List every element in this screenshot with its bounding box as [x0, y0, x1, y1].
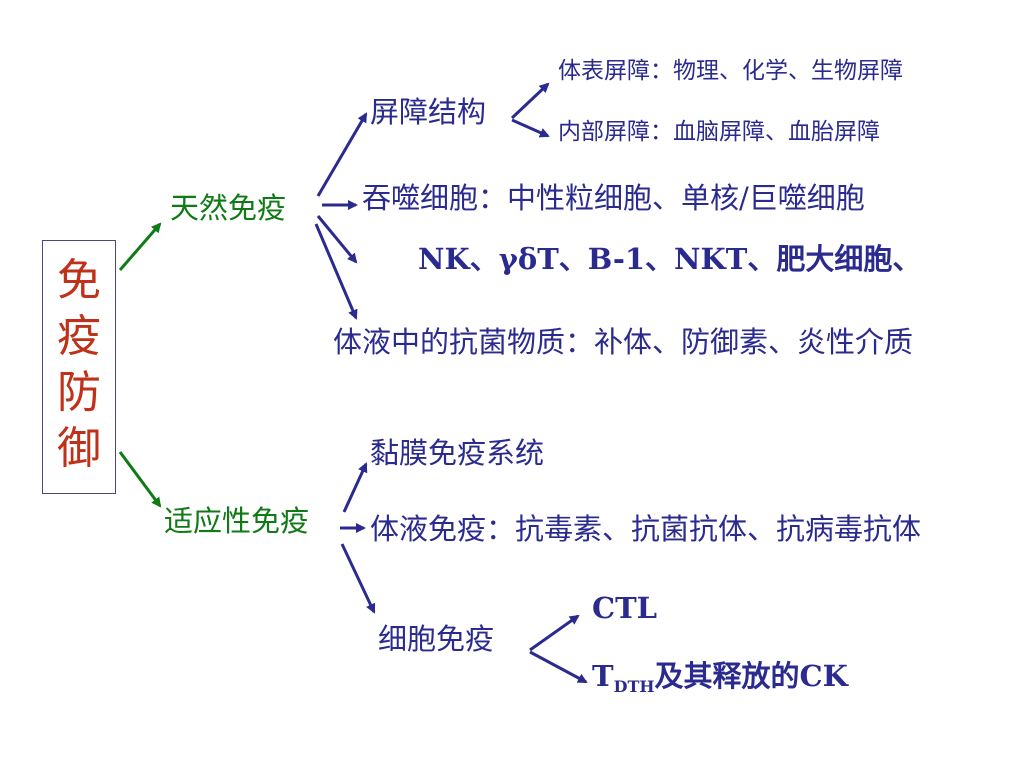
arrow-adaptive-to-cellular — [340, 543, 376, 614]
barrier-structure-label: 屏障结构 — [370, 95, 487, 129]
tdth-text: TDTH及其释放的CK — [592, 662, 848, 695]
arrow-adaptive-to-mucosal — [342, 462, 368, 513]
arrow-cellular-to-tdth — [529, 650, 588, 684]
arrow-innate-to-barrier — [316, 112, 368, 197]
ctl-text: CTL — [592, 591, 658, 625]
innate-immunity-label: 天然免疫 — [170, 191, 287, 225]
arrow-root-to-innate — [118, 222, 162, 271]
arrow-cellular-to-ctl — [529, 614, 580, 652]
mucosal-immune-system-text: 黏膜免疫系统 — [370, 436, 545, 470]
humoral-antibacterial-text: 体液中的抗菌物质：补体、防御素、炎性介质 — [333, 325, 914, 359]
arrow-barrier-to-surface — [510, 82, 550, 120]
tdth-rest: 及其释放的CK — [654, 659, 848, 693]
tdth-subscript: DTH — [613, 677, 655, 696]
arrow-barrier-to-internal — [511, 118, 550, 138]
root-node-label: 免疫防御 — [57, 255, 101, 474]
innate-cells-text: NK、γδT、B-1、NKT、肥大细胞、 — [418, 242, 922, 276]
cellular-immunity-label: 细胞免疫 — [378, 622, 495, 656]
adaptive-immunity-label: 适应性免疫 — [164, 504, 310, 538]
arrow-root-to-adaptive — [118, 451, 162, 508]
phagocytes-text: 吞噬细胞：中性粒细胞、单核/巨噬细胞 — [362, 181, 865, 215]
humoral-immunity-text: 体液免疫：抗毒素、抗菌抗体、抗病毒抗体 — [370, 512, 922, 546]
root-node-box: 免疫防御 — [42, 240, 116, 494]
internal-barrier-text: 内部屏障：血脑屏障、血胎屏障 — [558, 119, 880, 145]
arrow-innate-to-cells — [316, 215, 358, 264]
arrow-innate-to-humoral-substances — [314, 223, 358, 320]
tdth-main: T — [592, 659, 614, 693]
surface-barrier-text: 体表屏障：物理、化学、生物屏障 — [558, 58, 903, 84]
